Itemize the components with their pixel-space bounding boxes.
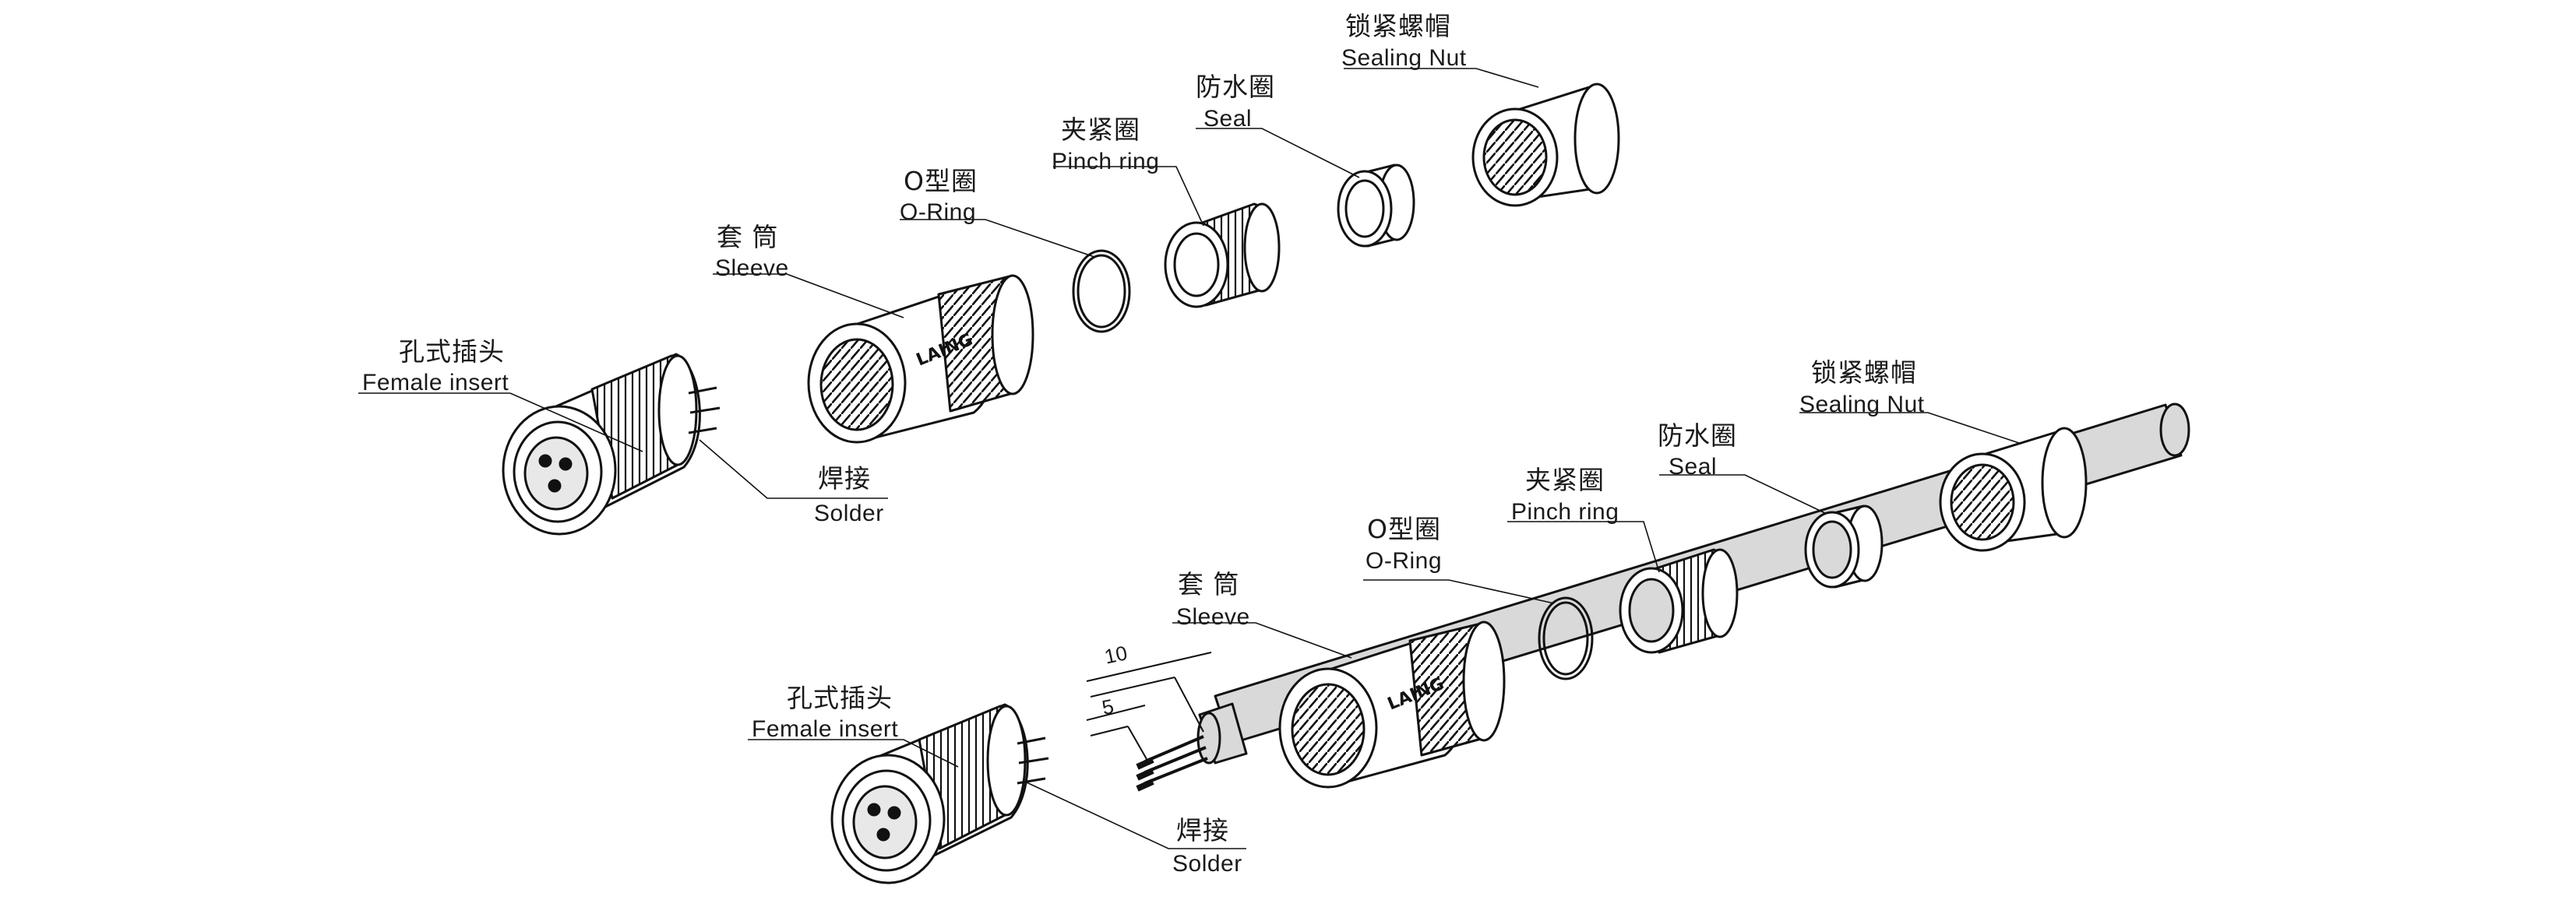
label-sealing-nut-cn-bottom: 锁紧螺帽 bbox=[1811, 357, 1917, 388]
label-solder-cn-bottom: 焊接 bbox=[1176, 815, 1229, 845]
o-ring-top bbox=[1072, 249, 1131, 333]
dimension-strip-length: 10 bbox=[1102, 641, 1129, 669]
label-pinch-ring-en-bottom: Pinch ring bbox=[1511, 499, 1619, 525]
label-female-insert-en-bottom: Female insert bbox=[752, 716, 899, 742]
label-seal-cn-top: 防水圈 bbox=[1196, 72, 1275, 102]
label-o-ring-en-bottom: O-Ring bbox=[1366, 548, 1443, 574]
label-seal-cn-bottom: 防水圈 bbox=[1658, 420, 1737, 451]
seal-bottom bbox=[1804, 504, 1884, 589]
female-insert-top bbox=[502, 353, 721, 536]
sleeve-bottom bbox=[1278, 620, 1506, 789]
label-solder-en-bottom: Solder bbox=[1172, 851, 1242, 877]
label-female-insert-cn-bottom: 孔式插头 bbox=[787, 683, 893, 713]
pinch-ring-top bbox=[1164, 202, 1281, 308]
sealing-nut-top bbox=[1471, 83, 1620, 207]
label-sleeve-cn-top: 套 筒 bbox=[717, 222, 779, 252]
sleeve-top bbox=[807, 274, 1034, 444]
label-sealing-nut-cn-top: 锁紧螺帽 bbox=[1345, 11, 1451, 41]
label-sleeve-en-bottom: Sleeve bbox=[1176, 604, 1250, 630]
label-solder-en-top: Solder bbox=[814, 501, 884, 526]
label-female-insert-cn-top: 孔式插头 bbox=[399, 336, 505, 367]
label-seal-en-top: Seal bbox=[1203, 106, 1253, 132]
leader-lines bbox=[358, 68, 2022, 849]
sealing-nut-bottom bbox=[1939, 427, 2088, 552]
label-seal-en-bottom: Seal bbox=[1669, 454, 1718, 480]
label-pinch-ring-cn-top: 夹紧圈 bbox=[1061, 114, 1140, 145]
label-pinch-ring-en-top: Pinch ring bbox=[1052, 149, 1160, 174]
label-sleeve-cn-bottom: 套 筒 bbox=[1178, 569, 1240, 599]
label-sleeve-en-top: Sleeve bbox=[715, 255, 789, 281]
label-female-insert-en-top: Female insert bbox=[362, 370, 509, 395]
o-ring-bottom bbox=[1538, 596, 1594, 680]
strip-dimension bbox=[1086, 652, 1212, 760]
label-o-ring-en-top: O-Ring bbox=[900, 199, 977, 225]
label-sealing-nut-en-top: Sealing Nut bbox=[1341, 45, 1467, 71]
seal-top bbox=[1337, 163, 1415, 248]
female-insert-bottom bbox=[830, 703, 1049, 884]
label-sealing-nut-en-bottom: Sealing Nut bbox=[1799, 392, 1925, 417]
label-o-ring-cn-top: O型圈 bbox=[904, 166, 978, 196]
pinch-ring-bottom bbox=[1619, 548, 1739, 654]
label-pinch-ring-cn-bottom: 夹紧圈 bbox=[1525, 465, 1605, 495]
label-o-ring-cn-bottom: O型圈 bbox=[1367, 514, 1441, 544]
label-solder-cn-top: 焊接 bbox=[818, 463, 871, 494]
